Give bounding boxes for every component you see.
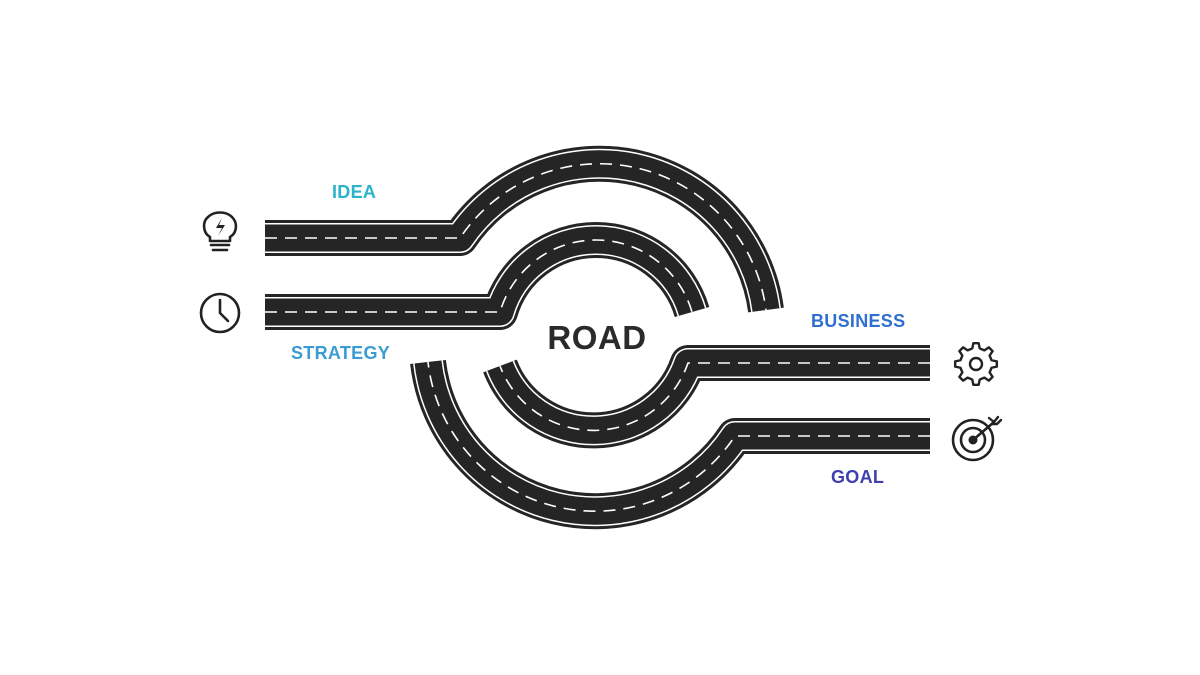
- road-business: [483, 345, 930, 449]
- label-business: BUSINESS: [811, 311, 906, 331]
- road-idea: [265, 145, 784, 313]
- gear-icon: [953, 341, 999, 387]
- target-arrow-icon: [951, 415, 1003, 462]
- road-strategy: [265, 222, 710, 330]
- label-goal: GOAL: [831, 467, 885, 487]
- lightbulb-bolt-icon: [202, 211, 238, 252]
- label-idea: IDEA: [332, 182, 377, 202]
- road-goal: [410, 359, 930, 530]
- center-title: ROAD: [547, 319, 647, 356]
- label-strategy: STRATEGY: [291, 343, 391, 363]
- clock-icon: [199, 292, 241, 334]
